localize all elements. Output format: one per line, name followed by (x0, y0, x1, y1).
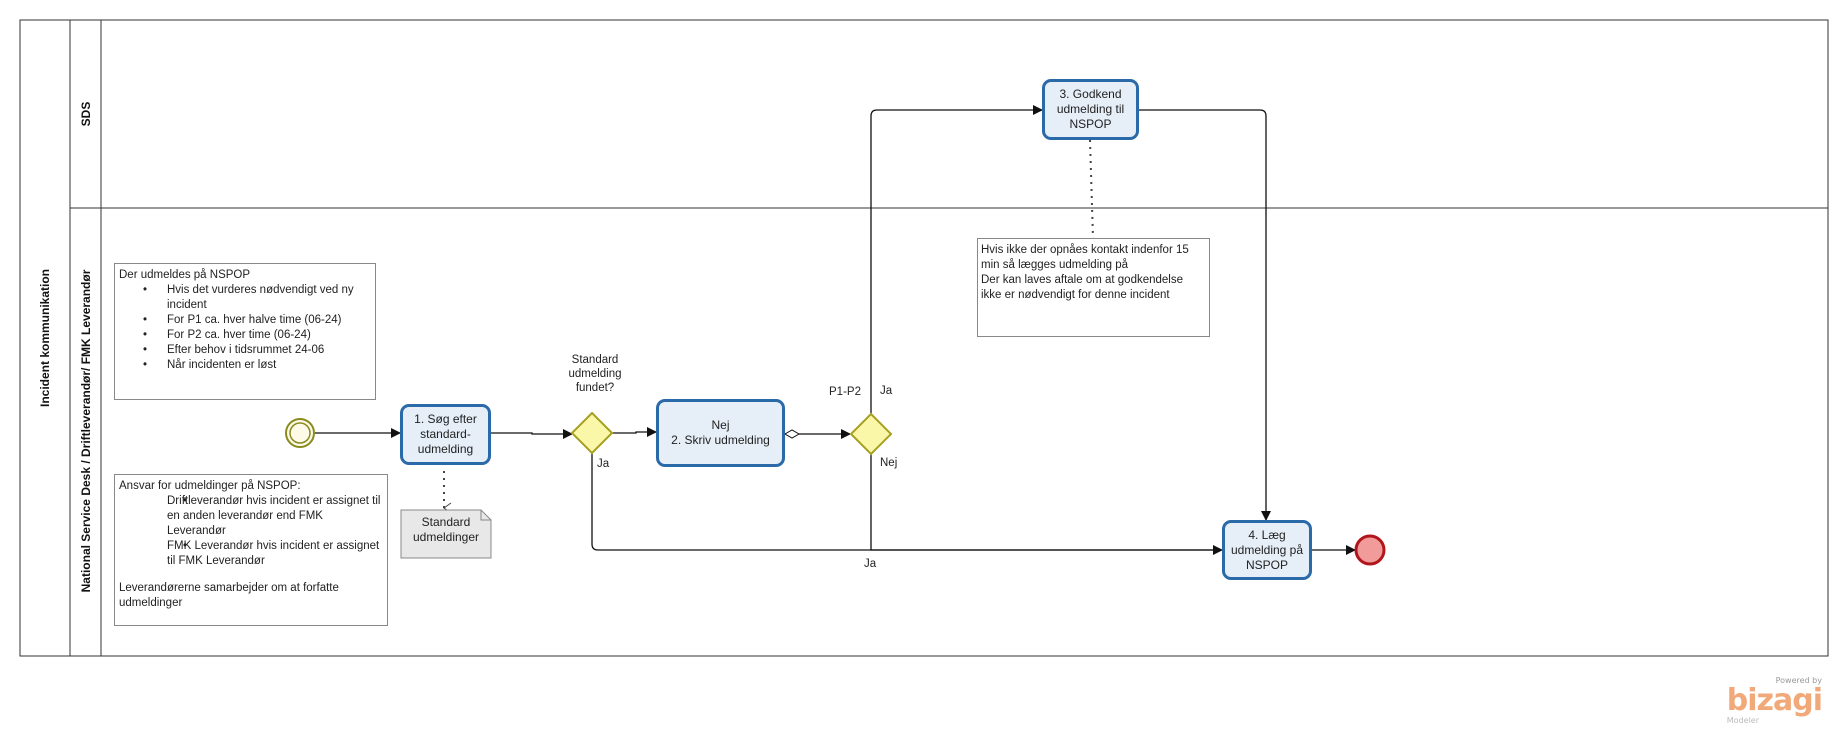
annotation-item: For P1 ca. hver halve time (06-24) (119, 313, 371, 328)
pool-title: Incident kommunikation (38, 269, 52, 408)
gateway-priority-yes-label: Ja (880, 385, 893, 397)
annotation-item: FMK Leverandør hvis incident er assignet… (159, 539, 383, 569)
data-object-label: Standard udmeldinger (412, 515, 480, 544)
task-publish-message[interactable]: 4. Læg udmelding på NSPOP (1222, 520, 1312, 580)
annotation-heading: Ansvar for udmeldinger på NSPOP: (119, 480, 301, 492)
data-object-fold (480, 510, 491, 521)
gateway-question-label: Standard udmelding fundet? (568, 354, 622, 394)
data-object-shape (400, 509, 492, 559)
flow-g1-yes-to-t4 (591, 453, 1223, 555)
annotation-item: Når incidenten er løst (119, 358, 371, 373)
annotation-line: Hvis ikke der opnåes kontakt indenfor 15… (981, 244, 1189, 271)
annotation-footer: Leverandørerne samarbejder om at forfatt… (119, 582, 339, 609)
brand-name: bizagi (1726, 683, 1823, 718)
task-label: 4. Læg udmelding på NSPOP (1230, 527, 1304, 572)
start-event-inner (289, 422, 311, 444)
gateway-priority-no-label: Nej (880, 457, 898, 469)
task-label: Nej 2. Skriv udmelding (671, 418, 770, 447)
gateway-priority-label: P1-P2 (829, 386, 861, 398)
gateway-priority[interactable] (849, 412, 893, 456)
task-label: 3. Godkend udmelding til NSPOP (1056, 87, 1125, 131)
annotation-item: Efter behov i tidsrummet 24-06 (119, 343, 371, 358)
flow-g1-to-t2 (611, 427, 657, 437)
association-t3-annotation (1089, 139, 1094, 239)
task-search-standard-message[interactable]: 1. Søg efter standard- udmelding (400, 404, 491, 465)
annotation-item: Driftleverandør hvis incident er assigne… (159, 494, 383, 539)
lane-title-sds: SDS (79, 101, 93, 127)
default-flow-marker (783, 429, 801, 439)
task-label: 1. Søg efter standard- udmelding (414, 412, 477, 456)
flow-g2-no (870, 453, 1220, 551)
brand-product: Modeler (1726, 716, 1759, 725)
annotation-item: For P2 ca. hver time (06-24) (119, 328, 371, 343)
annotation-list: Hvis det vurderes nødvendigt ved ny inci… (119, 283, 371, 373)
lane-title-nsd: National Service Desk / Driftleverandør/… (79, 269, 93, 593)
annotation-item: Hvis det vurderes nødvendigt ved ny inci… (119, 283, 371, 313)
annotation-line: Der kan laves aftale om at godkendelse i… (981, 274, 1184, 301)
flow-yes-label: Ja (864, 558, 877, 570)
flow-g2-to-t3 (870, 105, 1043, 415)
annotation-heading: Der udmeldes på NSPOP (119, 269, 251, 281)
bizagi-logo: Powered by bizagi Modeler (1726, 676, 1823, 725)
annotation-list: Driftleverandør hvis incident er assigne… (159, 494, 383, 569)
pool-border (19, 19, 1829, 657)
annotation-nspop-frequency: Der udmeldes på NSPOP Hvis det vurderes … (114, 263, 376, 400)
task-write-message[interactable]: Nej 2. Skriv udmelding (656, 399, 785, 467)
gateway-standard-found[interactable] (570, 411, 614, 455)
gateway-yes-label: Ja (597, 458, 610, 470)
end-event[interactable] (1354, 534, 1386, 566)
flow-t3-to-t4 (1138, 109, 1271, 521)
flow-t1-to-g1 (490, 429, 573, 439)
task-approve-message[interactable]: 3. Godkend udmelding til NSPOP (1042, 79, 1139, 140)
powered-by-text: Powered by (1775, 676, 1822, 685)
annotation-contact-rule: Hvis ikke der opnåes kontakt indenfor 15… (977, 238, 1210, 337)
annotation-responsibility: Ansvar for udmeldinger på NSPOP: Driftle… (114, 474, 388, 626)
